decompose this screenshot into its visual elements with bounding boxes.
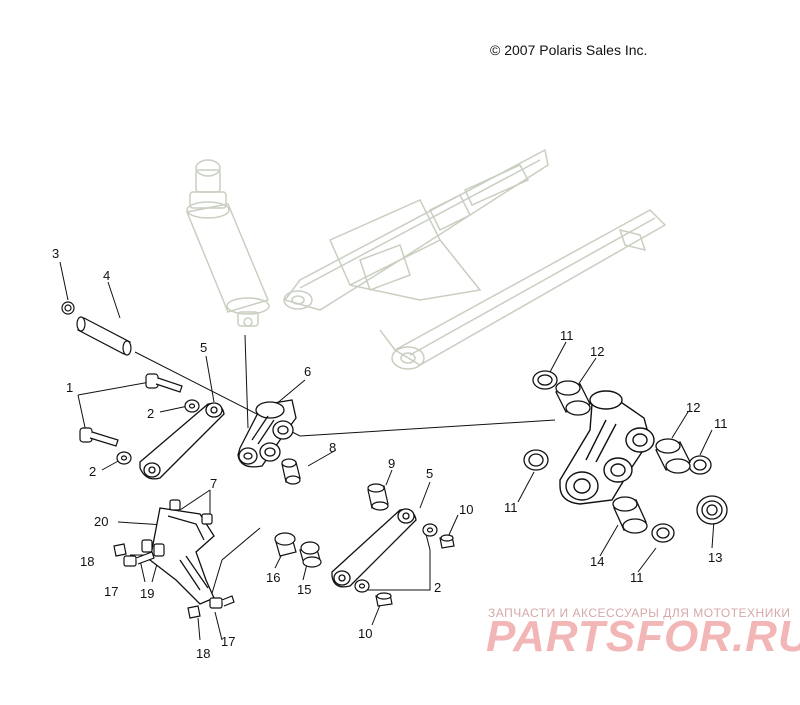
callout-5: 5 [200,340,207,355]
watermark-logo-text: PARTSFOR.RU [486,612,800,661]
part-14-bushing [612,496,648,534]
part-20-bracket [149,507,215,605]
part-main-rocker [559,390,655,505]
part-11-seals [523,370,712,543]
part-9-bushing [367,483,389,511]
part-15-bushing [299,541,322,568]
callout-2: 2 [89,464,96,479]
ghost-swing-arm [283,148,667,370]
watermark-tagline: ЗАПЧАСТИ И АКСЕССУАРЫ ДЛЯ МОТОТЕХНИКИ [488,606,791,620]
callout-12: 12 [590,344,604,359]
callout-4: 4 [103,268,110,283]
callout-10: 10 [459,502,473,517]
callout-14: 14 [590,554,604,569]
callout-19: 19 [140,586,154,601]
part-12-bushings [555,380,691,474]
callout-12: 12 [686,400,700,415]
callout-6: 6 [304,364,311,379]
part-19-fittings [141,539,165,557]
callout-8: 8 [329,440,336,455]
part-7-bolts [169,499,213,525]
callout-10: 10 [358,626,372,641]
copyright-notice: © 2007 Polaris Sales Inc. [490,42,648,58]
part-6-rocker [237,399,297,468]
callout-7: 7 [210,476,217,491]
callout-1: 1 [66,380,73,395]
callout-11: 11 [714,416,728,431]
ghost-shock-absorber [185,159,270,327]
callout-18: 18 [196,646,210,661]
callout-17: 17 [104,584,118,599]
callout-13: 13 [708,550,722,565]
callout-3: 3 [52,246,59,261]
part-18-nuts [113,543,201,619]
part-4-pivot-pin [76,316,132,356]
callout-11: 11 [560,328,574,343]
part-3-snap-ring [61,301,75,315]
callout-11: 11 [630,570,644,585]
callout-9: 9 [388,456,395,471]
part-17-bolts [123,551,235,609]
part-8-bushing [281,458,301,485]
callout-2: 2 [434,580,441,595]
part-16-spacer [274,532,297,557]
part-2-washers [116,399,438,593]
callout-18: 18 [80,554,94,569]
part-13-bearing [696,495,728,525]
callout-20: 20 [94,514,108,529]
callout-17: 17 [221,634,235,649]
callout-15: 15 [297,582,311,597]
callout-5: 5 [426,466,433,481]
callout-16: 16 [266,570,280,585]
part-1-bolts [79,373,183,447]
callout-labels: 1 2 2 2 3 4 5 5 6 7 8 9 10 10 11 11 11 1… [52,246,728,661]
callout-11: 11 [504,500,518,515]
part-10-nuts [375,534,455,607]
part-5-link-right [331,508,417,588]
part-5-link-left [139,402,225,480]
callout-2: 2 [147,406,154,421]
